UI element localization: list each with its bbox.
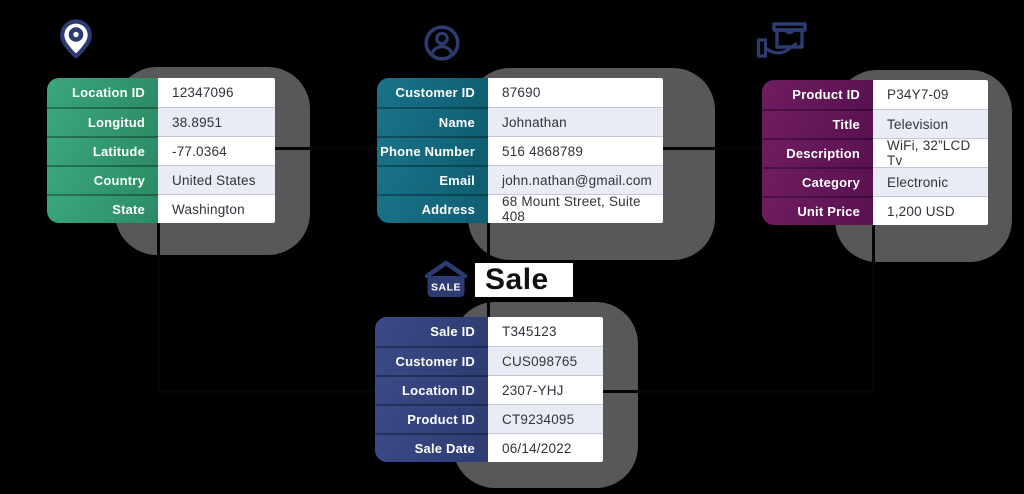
sale-table: Sale ID T345123 Customer ID CUS098765 Lo…	[375, 317, 603, 462]
sale-title-banner: Sale	[475, 263, 573, 297]
table-row: Country United States	[47, 165, 275, 194]
field-label: Product ID	[375, 404, 488, 433]
map-pin-icon	[60, 19, 92, 59]
table-row: Title Television	[762, 109, 988, 138]
field-label: Location ID	[47, 78, 158, 107]
field-value: 12347096	[158, 78, 275, 107]
table-row: Location ID 2307-YHJ	[375, 375, 603, 404]
field-label: Sale Date	[375, 433, 488, 462]
field-label: Title	[762, 109, 873, 138]
location-table: Location ID 12347096 Longitud 38.8951 La…	[47, 78, 275, 223]
connector-location-vertical	[157, 147, 160, 393]
table-row: Sale Date 06/14/2022	[375, 433, 603, 462]
table-row: Unit Price 1,200 USD	[762, 196, 988, 225]
table-row: Location ID 12347096	[47, 78, 275, 107]
field-label: Country	[47, 165, 158, 194]
field-value: 68 Mount Street, Suite 408	[488, 194, 663, 223]
field-value: P34Y7-09	[873, 80, 988, 109]
field-label: Name	[377, 107, 488, 136]
field-label: Longitud	[47, 107, 158, 136]
field-value: john.nathan@gmail.com	[488, 165, 663, 194]
field-value: Washington	[158, 194, 275, 223]
table-row: Longitud 38.8951	[47, 107, 275, 136]
field-label: Email	[377, 165, 488, 194]
table-row: Description WiFi, 32”LCD Tv	[762, 138, 988, 168]
field-value: 38.8951	[158, 107, 275, 136]
table-row: State Washington	[47, 194, 275, 223]
field-value: 1,200 USD	[873, 196, 988, 225]
connector-sale-right-horizontal	[600, 390, 875, 393]
product-hand-icon	[756, 22, 807, 58]
field-label: Phone Number	[377, 136, 488, 165]
field-label: Description	[762, 138, 873, 167]
product-table: Product ID P34Y7-09 Title Television Des…	[762, 80, 988, 225]
table-row: Latitude -77.0364	[47, 136, 275, 165]
field-value: Johnathan	[488, 107, 663, 136]
field-label: Latitude	[47, 136, 158, 165]
field-value: Electronic	[873, 167, 988, 196]
table-row: Customer ID CUS098765	[375, 346, 603, 375]
field-value: CT9234095	[488, 404, 603, 433]
table-row: Address 68 Mount Street, Suite 408	[377, 194, 663, 223]
connector-customer-vertical	[487, 147, 490, 319]
field-label: Sale ID	[375, 317, 488, 346]
table-row: Customer ID 87690	[377, 78, 663, 107]
table-row: Sale ID T345123	[375, 317, 603, 346]
field-value: 516 4868789	[488, 136, 663, 165]
connector-sale-left-horizontal	[157, 390, 378, 393]
table-row: Product ID CT9234095	[375, 404, 603, 433]
field-label: Customer ID	[377, 78, 488, 107]
field-value: WiFi, 32”LCD Tv	[873, 138, 988, 168]
connector-product-vertical	[872, 147, 875, 393]
field-value: United States	[158, 165, 275, 194]
field-label: Address	[377, 194, 488, 223]
field-label: Customer ID	[375, 346, 488, 375]
table-row: Name Johnathan	[377, 107, 663, 136]
field-value: 2307-YHJ	[488, 375, 603, 404]
customer-icon	[424, 25, 460, 61]
field-value: T345123	[488, 317, 603, 346]
field-value: CUS098765	[488, 346, 603, 375]
field-value: 06/14/2022	[488, 433, 603, 462]
sale-title: Sale	[485, 263, 549, 296]
sale-sign-icon: SALE	[424, 260, 468, 297]
table-row: Phone Number 516 4868789	[377, 136, 663, 165]
field-value: Television	[873, 109, 988, 138]
sale-sign-text: SALE	[431, 282, 461, 294]
field-label: Product ID	[762, 80, 873, 109]
field-label: Location ID	[375, 375, 488, 404]
table-row: Category Electronic	[762, 167, 988, 196]
table-row: Product ID P34Y7-09	[762, 80, 988, 109]
field-label: State	[47, 194, 158, 223]
customer-table: Customer ID 87690 Name Johnathan Phone N…	[377, 78, 663, 223]
field-label: Unit Price	[762, 196, 873, 225]
field-value: -77.0364	[158, 136, 275, 165]
field-label: Category	[762, 167, 873, 196]
field-value: 87690	[488, 78, 663, 107]
table-row: Email john.nathan@gmail.com	[377, 165, 663, 194]
